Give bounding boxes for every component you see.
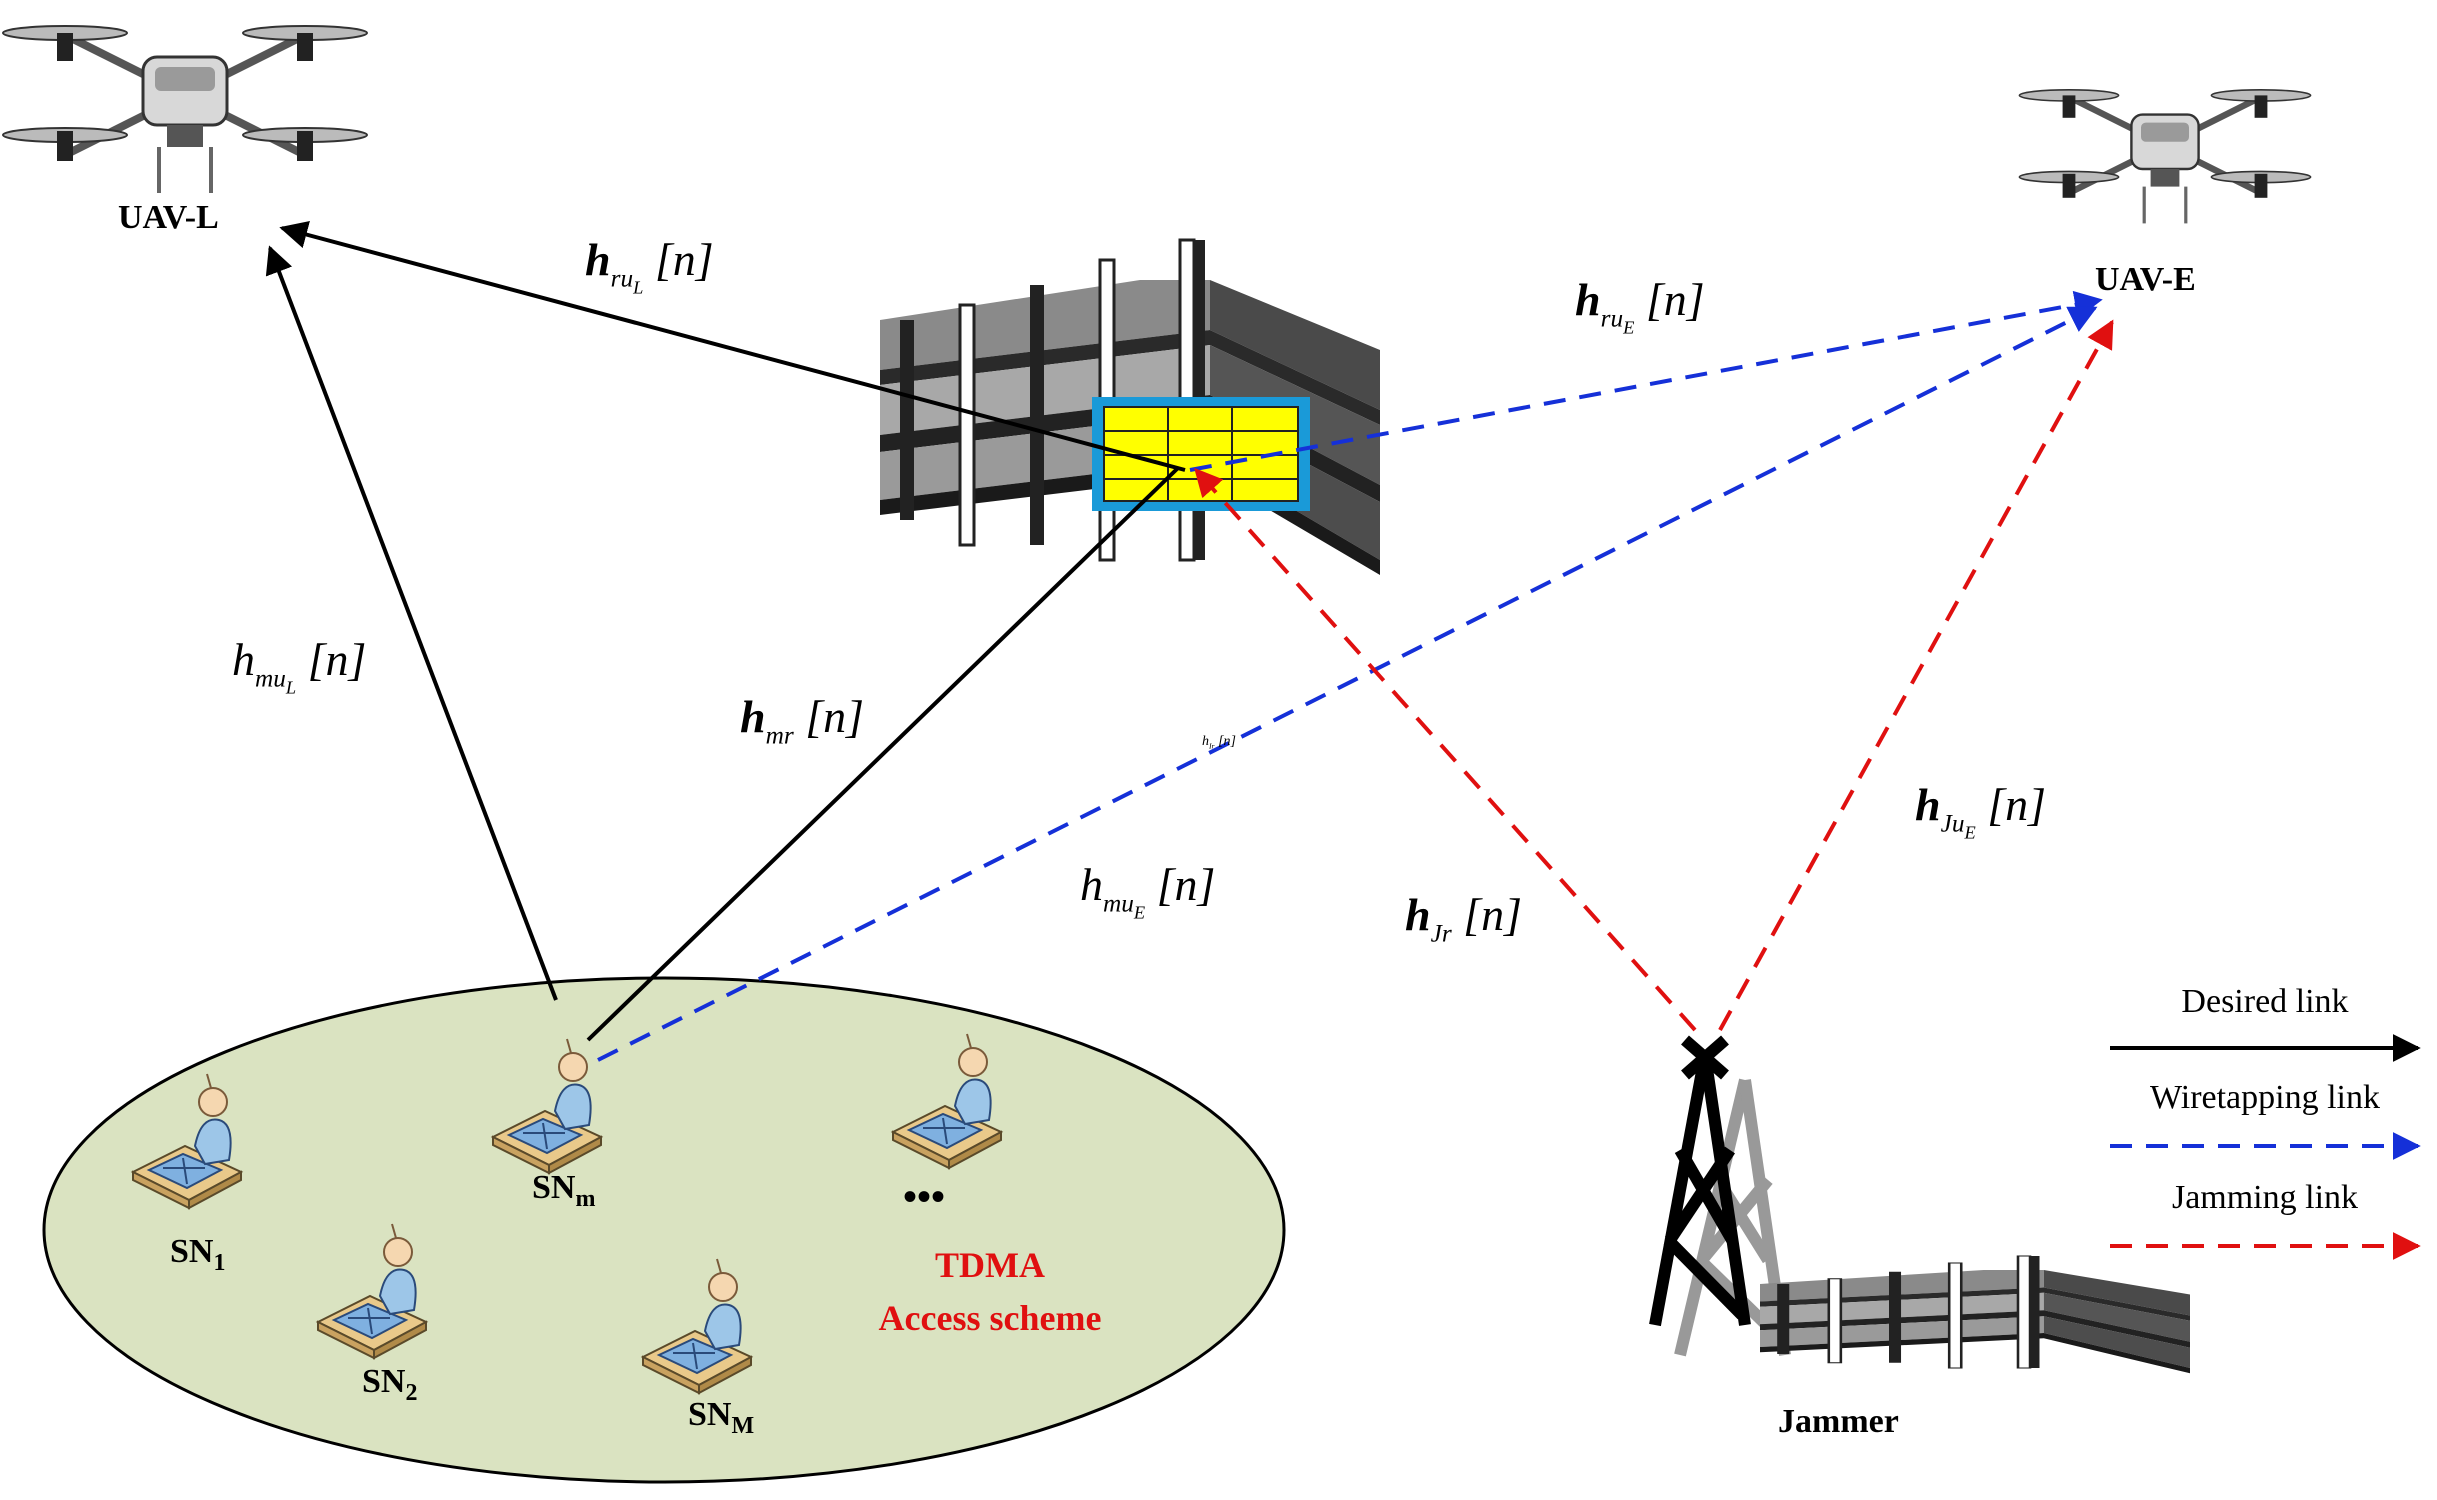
link-h-mr	[586, 466, 1180, 1042]
link-h-muL	[265, 245, 558, 1001]
jammer-tower-icon	[1649, 1035, 2192, 1375]
uav-l-label: UAV-L	[118, 199, 219, 236]
sn-2-label: SN2	[362, 1363, 417, 1406]
link-h-ruE	[1189, 290, 2103, 472]
legend-wiretap-label: Wiretapping link	[2150, 1079, 2380, 1116]
access-line-1: TDMA	[935, 1245, 1045, 1285]
label-h-mr: hmr [n]	[740, 691, 864, 750]
access-line-2: Access scheme	[879, 1298, 1102, 1338]
legend: Desired link Wiretapping link Jamming li…	[2110, 983, 2421, 1260]
label-h-Jr: hJr [n]	[1405, 889, 1522, 948]
label-h-muL: hmuL [n]	[232, 634, 366, 697]
sn-M-label: SNM	[688, 1396, 754, 1439]
sn-m-label: SNm	[532, 1169, 595, 1212]
ground-area	[42, 976, 1286, 1484]
legend-desired-label: Desired link	[2181, 983, 2348, 1020]
link-h-muE	[597, 306, 2098, 1062]
uav-l-drone-icon	[3, 26, 367, 193]
label-h-muE: hmuE [n]	[1080, 859, 1215, 922]
uav-e-drone-icon	[2019, 90, 2310, 224]
ellipsis-label: •••	[903, 1174, 945, 1219]
label-h-tiny: hIr [n]	[1202, 734, 1236, 751]
link-h-Jr	[1194, 467, 1697, 1032]
link-h-JuE	[1718, 319, 2114, 1031]
label-h-ruL: hruL [n]	[585, 234, 714, 297]
sn-1-label: SN1	[170, 1233, 225, 1276]
label-h-ruE: hruE [n]	[1575, 274, 1705, 337]
label-h-JuE: hJuE [n]	[1915, 779, 2046, 842]
link-h-ruL	[279, 221, 1186, 472]
uav-e-label: UAV-E	[2095, 261, 2196, 298]
legend-jamming-label: Jamming link	[2172, 1179, 2358, 1216]
jammer-label: Jammer	[1778, 1403, 1899, 1440]
